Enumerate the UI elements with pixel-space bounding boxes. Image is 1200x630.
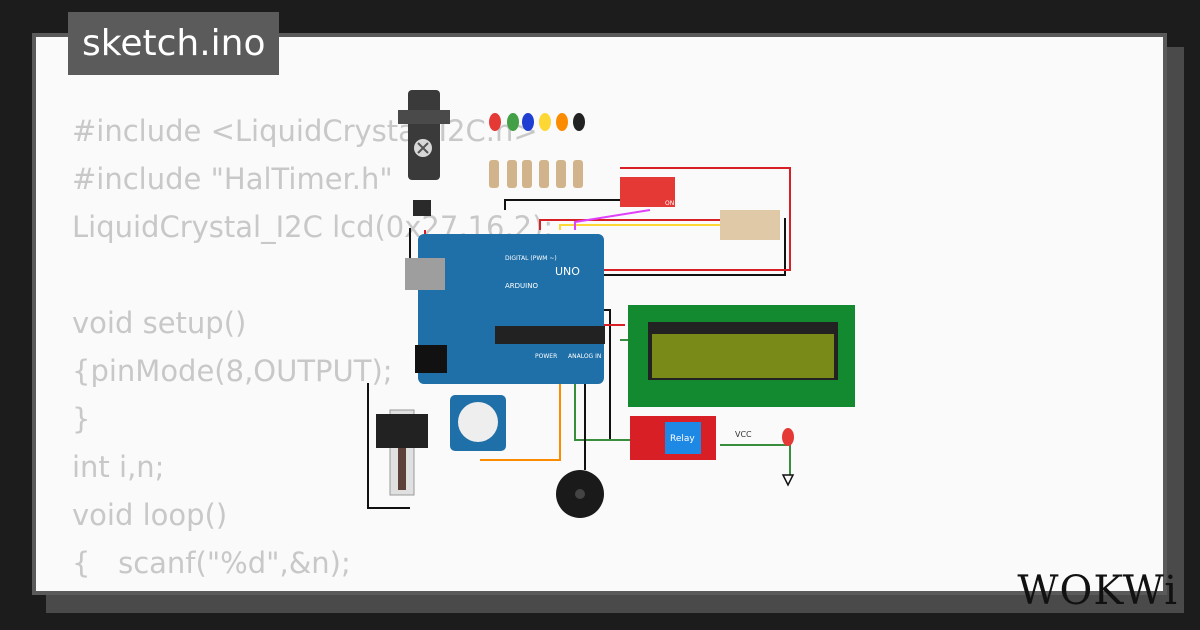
sketch-title: sketch.ino: [68, 12, 280, 75]
potentiometer: [450, 395, 506, 451]
code-line: { scanf("%d",&n);: [72, 546, 351, 580]
code-line: #include "HalTimer.h": [72, 162, 393, 196]
relay-label: Relay: [670, 434, 695, 444]
led-row: [489, 113, 585, 131]
analog-label: ANALOG IN: [568, 353, 601, 360]
code-line: #include <LiquidCrystal_I2C.h>: [72, 114, 538, 148]
servo-motor: [398, 90, 450, 216]
wires: [367, 167, 791, 509]
resistor-row: [489, 160, 583, 188]
code-line: int i,n;: [72, 450, 165, 484]
code-preview: #include <LiquidCrystal_I2C.h> #include "…: [72, 107, 553, 591]
board-label: UNO: [555, 265, 580, 278]
dip-switch: ON: [620, 177, 675, 207]
wokwi-logo: WOKWi: [1017, 568, 1178, 614]
vcc-label: VCC: [735, 430, 752, 439]
relay-module: Relay: [630, 416, 716, 460]
lcd-display: [628, 305, 855, 407]
slide-potentiometer: [376, 409, 428, 496]
ground-symbol: [781, 474, 795, 487]
power-label: POWER: [535, 353, 557, 360]
dip-label: ON: [665, 200, 674, 207]
arduino-uno: DIGITAL (PWM ~) UNO ARDUINO POWER ANALOG…: [405, 234, 605, 384]
digital-label: DIGITAL (PWM ~): [505, 255, 557, 262]
code-line: void setup(): [72, 306, 247, 340]
resistor-pack: [720, 210, 780, 240]
board-brand: ARDUINO: [505, 282, 538, 290]
output-led: [782, 428, 794, 446]
code-line: }: [72, 402, 91, 436]
code-line: {pinMode(8,OUTPUT);: [72, 354, 393, 388]
code-line: void loop(): [72, 498, 228, 532]
